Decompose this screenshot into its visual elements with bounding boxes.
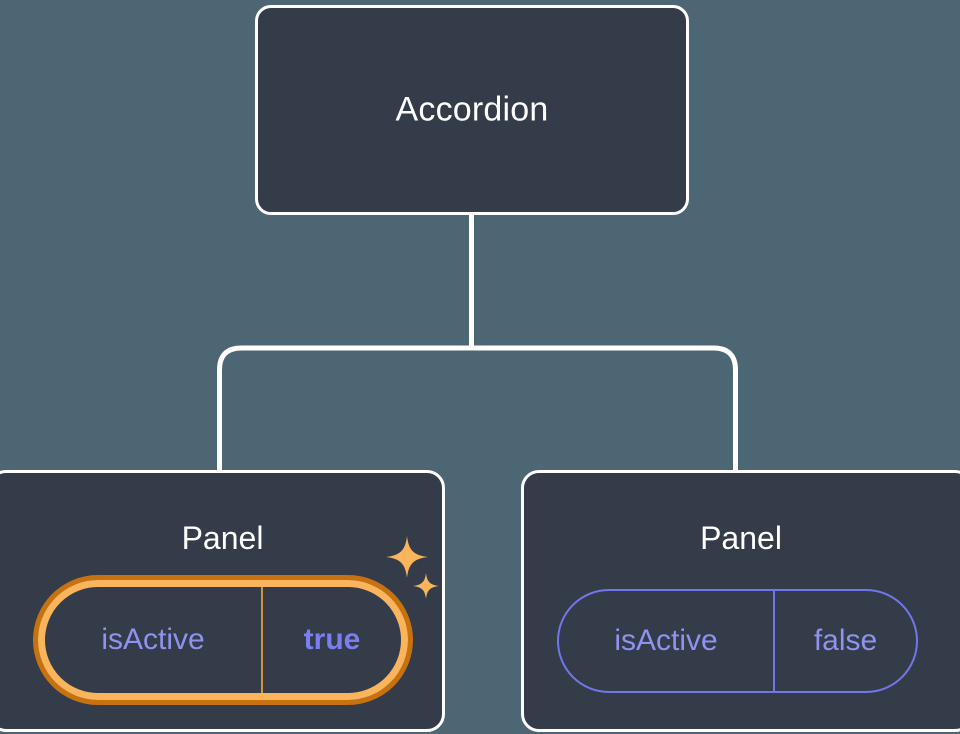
prop-pill-isactive-false[interactable]: isActive false bbox=[557, 589, 918, 693]
prop-value-label: true bbox=[261, 587, 401, 693]
prop-key-label: isActive bbox=[101, 623, 205, 656]
node-accordion[interactable]: Accordion bbox=[255, 5, 689, 215]
prop-pill-isactive-true[interactable]: isActive true bbox=[38, 580, 408, 700]
edge-split-bar bbox=[217, 345, 738, 472]
prop-value-label: false bbox=[773, 591, 916, 691]
node-panel-left-label: Panel bbox=[181, 520, 264, 556]
node-panel-right-label: Panel bbox=[700, 520, 782, 556]
prop-key-label: isActive bbox=[614, 624, 718, 657]
node-accordion-label: Accordion bbox=[395, 90, 549, 129]
